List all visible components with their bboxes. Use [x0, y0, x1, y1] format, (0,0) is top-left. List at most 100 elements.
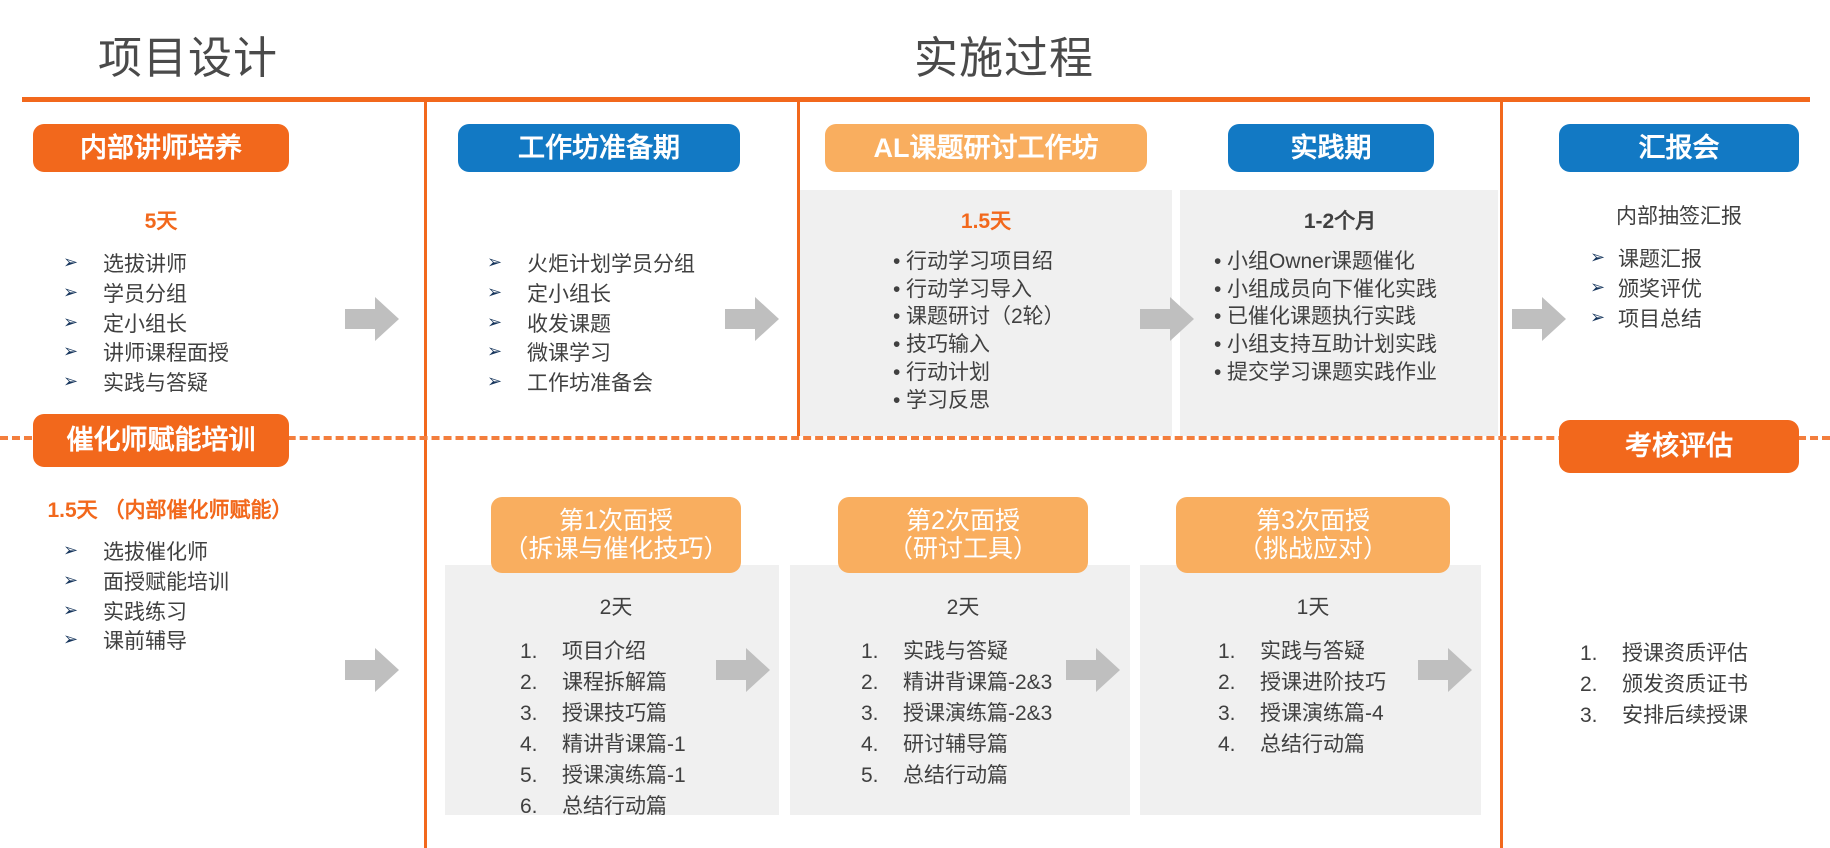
list-number: 3. — [861, 702, 879, 726]
arrow-bullet-icon: ➢ — [487, 341, 503, 362]
list-top-col5: ➢课题汇报 ➢颁奖评优 ➢项目总结 — [1590, 245, 1820, 334]
list-item: 4.总结行动篇 — [1218, 729, 1498, 760]
list-item: 5.总结行动篇 — [861, 760, 1151, 791]
session-2-line2: （研讨工具） — [887, 535, 1038, 563]
dot-bullet-icon: • — [1214, 250, 1222, 273]
list-item: ➢选拔催化师 — [63, 540, 208, 564]
list-item: 4.精讲背课篇-1 — [520, 729, 800, 760]
session-1-line1: 第1次面授 — [559, 506, 673, 535]
list-item: •小组成员向下催化实践 — [1214, 276, 1514, 304]
list-item: ➢微课学习 — [487, 341, 611, 366]
list-number: 4. — [1218, 733, 1236, 757]
panel-top-col4 — [1180, 190, 1498, 436]
flow-arrow-right-icon — [345, 646, 399, 699]
list-item: ➢讲师课程面授 — [63, 341, 229, 366]
panel-bottom-col4 — [1140, 565, 1481, 815]
list-item: •小组Owner课题催化 — [1214, 248, 1514, 276]
list-number: 5. — [520, 764, 538, 788]
list-top-col2: ➢火炬计划学员分组 ➢定小组长 ➢收发课题 ➢微课学习 ➢工作坊准备会 — [487, 250, 817, 399]
dot-bullet-icon: • — [893, 360, 901, 384]
arrow-bullet-icon: ➢ — [63, 569, 79, 590]
panel-bottom-col2 — [445, 565, 779, 815]
stage-title-session-2[interactable]: 第2次面授 （研讨工具） — [838, 497, 1088, 573]
arrow-bullet-icon: ➢ — [487, 252, 503, 272]
arrow-bullet-icon: ➢ — [63, 311, 79, 332]
arrow-bullet-icon: ➢ — [487, 311, 503, 332]
duration-top-col3: 1.5天 — [960, 210, 1012, 233]
session-3-line2: （挑战应对） — [1237, 535, 1388, 563]
arrow-bullet-icon: ➢ — [63, 599, 79, 620]
list-number: 4. — [861, 733, 879, 757]
list-item: 5.授课演练篇-1 — [520, 760, 800, 791]
arrow-bullet-icon: ➢ — [1590, 276, 1606, 297]
list-item: •课题研讨（2轮） — [893, 303, 1183, 331]
list-bottom-col1: ➢选拔催化师 ➢面授赋能培训 ➢实践练习 ➢课前辅导 — [63, 538, 363, 657]
stage-title-al-workshop[interactable]: AL课题研讨工作坊 — [825, 124, 1147, 172]
list-item: •行动学习导入 — [893, 276, 1183, 304]
session-3-line1: 第3次面授 — [1256, 506, 1370, 535]
arrow-bullet-icon: ➢ — [63, 540, 79, 560]
list-item: ➢定小组长 — [63, 311, 187, 336]
list-number: 3. — [520, 702, 538, 726]
arrow-bullet-icon: ➢ — [63, 371, 79, 392]
list-item: •已催化课题执行实践 — [1214, 303, 1514, 331]
dot-bullet-icon: • — [893, 305, 901, 329]
list-bottom-col5: 1.授课资质评估 2.颁发资质证书 3.安排后续授课 — [1580, 638, 1830, 731]
duration-top-col4: 1-2个月 — [1303, 210, 1377, 233]
dot-bullet-icon: • — [893, 250, 901, 273]
stage-title-report-meeting[interactable]: 汇报会 — [1559, 124, 1799, 172]
list-item: 3.授课演练篇-2&3 — [861, 698, 1151, 729]
list-item: ➢实践与答疑 — [63, 371, 208, 396]
list-item: 1.实践与答疑 — [861, 636, 1151, 667]
flow-arrow-right-icon — [1512, 295, 1566, 348]
flow-arrow-right-icon — [1140, 295, 1194, 348]
flow-arrow-right-icon — [1066, 646, 1120, 699]
dot-bullet-icon: • — [1214, 277, 1222, 301]
list-item: 3.授课技巧篇 — [520, 698, 800, 729]
flow-arrow-right-icon — [725, 295, 779, 348]
session-2-line1: 第2次面授 — [906, 506, 1020, 535]
duration-top-col5: 内部抽签汇报 — [1616, 205, 1742, 228]
list-top-col1: ➢选拔讲师 ➢学员分组 ➢定小组长 ➢讲师课程面授 ➢实践与答疑 — [63, 250, 363, 399]
stage-title-internal-trainer[interactable]: 内部讲师培养 — [33, 124, 289, 172]
list-number: 2. — [1218, 671, 1236, 695]
stage-title-facilitator-training[interactable]: 催化师赋能培训 — [33, 414, 289, 467]
list-item: ➢课题汇报 — [1590, 247, 1702, 271]
stage-title-session-1[interactable]: 第1次面授 （拆课与催化技巧） — [491, 497, 741, 573]
list-bottom-col4: 1.实践与答疑 2.授课进阶技巧 3.授课演练篇-4 4.总结行动篇 — [1218, 636, 1498, 760]
list-number: 1. — [520, 640, 538, 663]
header-divider-line — [22, 97, 1810, 102]
duration-top-col1: 5天 — [144, 210, 178, 233]
list-item: 3.安排后续授课 — [1580, 700, 1830, 731]
list-item: ➢学员分组 — [63, 281, 187, 306]
page-title-design: 项目设计 — [98, 34, 278, 83]
stage-title-session-3[interactable]: 第3次面授 （挑战应对） — [1176, 497, 1450, 573]
list-top-col4: •小组Owner课题催化 •小组成员向下催化实践 •已催化课题执行实践 •小组支… — [1214, 248, 1514, 387]
list-number: 4. — [520, 733, 538, 757]
stage-title-workshop-prep[interactable]: 工作坊准备期 — [458, 124, 740, 172]
dot-bullet-icon: • — [893, 277, 901, 301]
panel-bottom-col3 — [790, 565, 1130, 815]
duration-bottom-col3: 2天 — [946, 596, 980, 619]
list-item: 2.精讲背课篇-2&3 — [861, 667, 1151, 698]
row-separator-dashed — [0, 436, 1830, 440]
list-item: •行动计划 — [893, 359, 1183, 387]
list-item: •小组支持互助计划实践 — [1214, 331, 1514, 359]
list-item: ➢实践练习 — [63, 599, 187, 624]
list-item: 2.颁发资质证书 — [1580, 669, 1830, 700]
stage-title-practice-period[interactable]: 实践期 — [1228, 124, 1434, 172]
list-item: 6.总结行动篇 — [520, 791, 800, 822]
list-item: ➢面授赋能培训 — [63, 569, 229, 594]
dot-bullet-icon: • — [1214, 333, 1222, 357]
list-item: ➢火炬计划学员分组 — [487, 252, 695, 276]
duration-bottom-col4: 1天 — [1296, 596, 1330, 619]
flow-arrow-right-icon — [345, 295, 399, 348]
dot-bullet-icon: • — [893, 333, 901, 357]
list-number: 5. — [861, 764, 879, 788]
stage-title-assessment[interactable]: 考核评估 — [1559, 420, 1799, 473]
arrow-bullet-icon: ➢ — [63, 341, 79, 362]
flow-arrow-right-icon — [1418, 646, 1472, 699]
list-number: 2. — [861, 671, 879, 695]
list-number: 1. — [1580, 642, 1598, 665]
flow-arrow-right-icon — [716, 646, 770, 699]
